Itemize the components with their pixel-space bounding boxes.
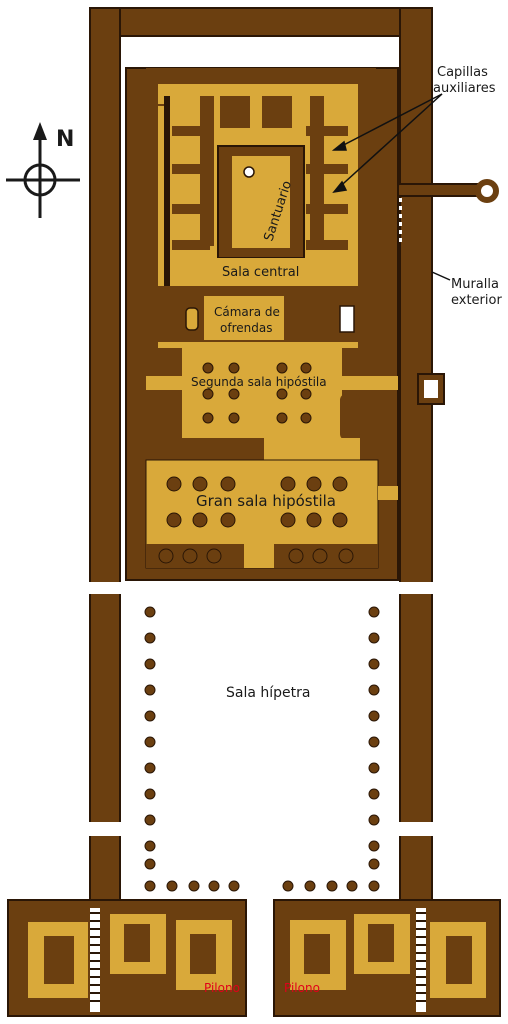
court-colonnade [144,606,380,892]
temple-building [125,67,399,581]
compass-rose-icon [6,122,80,218]
pylon-left [7,899,247,1017]
muralla-label-line2: exterior [451,293,502,308]
north-label: N [56,127,74,152]
great-hall-columns [158,476,354,564]
segunda-sala-label: Segunda sala hipóstila [191,375,327,389]
pilono-left-label: Pilono [204,981,240,995]
outer-enclosure-wall [86,7,499,909]
muralla-label: Muralla [451,277,499,292]
leader-lines [331,93,451,281]
sala-central-label: Sala central [222,265,299,280]
capillas-label: Capillas [437,65,488,80]
capillas-label-line2: auxiliares [433,81,496,96]
pilono-right-label: Pilono [284,981,320,995]
second-hall-columns [202,362,312,424]
sala-hipetra-label: Sala hípetra [226,685,310,701]
camara-label: Cámara de [214,305,280,319]
gran-sala-label: Gran sala hipóstila [196,492,336,510]
right-pylon-stairs [416,912,426,1002]
left-pylon-stairs [90,912,100,1002]
pylon-right [273,899,501,1017]
camara-label-line2: ofrendas [220,321,272,335]
